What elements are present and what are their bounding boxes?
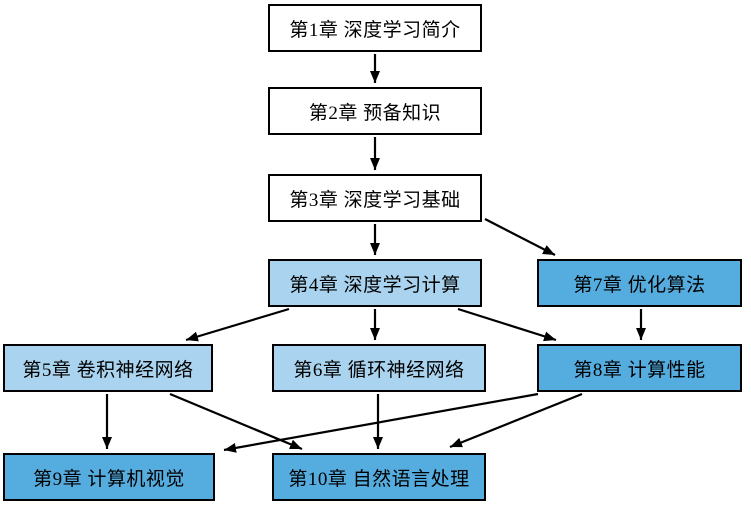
node-chapter-1: 第1章 深度学习简介 [268,4,482,52]
node-chapter-8-label: 第8章 计算性能 [573,359,706,381]
node-chapter-6-label: 第6章 循环神经网络 [293,359,465,381]
arrow-ch3-ch7 [484,218,556,256]
node-chapter-10: 第10章 自然语言处理 [272,453,486,501]
arrow-ch8-ch10 [449,392,583,449]
node-chapter-4: 第4章 深度学习计算 [268,259,482,307]
arrow-ch4-ch5 [185,307,290,342]
node-chapter-5: 第5章 卷积神经网络 [3,344,213,392]
node-chapter-9: 第9章 计算机视觉 [3,453,215,501]
node-chapter-4-label: 第4章 深度学习计算 [289,274,461,296]
node-chapter-2: 第2章 预备知识 [268,87,482,135]
arrow-ch4-ch8 [457,307,557,342]
node-chapter-7: 第7章 优化算法 [537,259,742,307]
node-chapter-6: 第6章 循环神经网络 [272,344,486,392]
node-chapter-7-label: 第7章 优化算法 [573,274,706,296]
node-chapter-5-label: 第5章 卷积神经网络 [22,359,194,381]
node-chapter-2-label: 第2章 预备知识 [308,102,442,124]
node-chapter-1-label: 第1章 深度学习简介 [289,19,461,41]
arrow-ch5-ch10 [169,392,303,451]
node-chapter-3-label: 第3章 深度学习基础 [289,189,461,211]
arrow-ch8-ch9 [223,392,539,453]
node-chapter-3: 第3章 深度学习基础 [268,174,482,222]
node-chapter-10-label: 第10章 自然语言处理 [288,468,470,490]
node-chapter-9-label: 第9章 计算机视觉 [33,468,185,490]
node-chapter-8: 第8章 计算性能 [537,344,742,392]
